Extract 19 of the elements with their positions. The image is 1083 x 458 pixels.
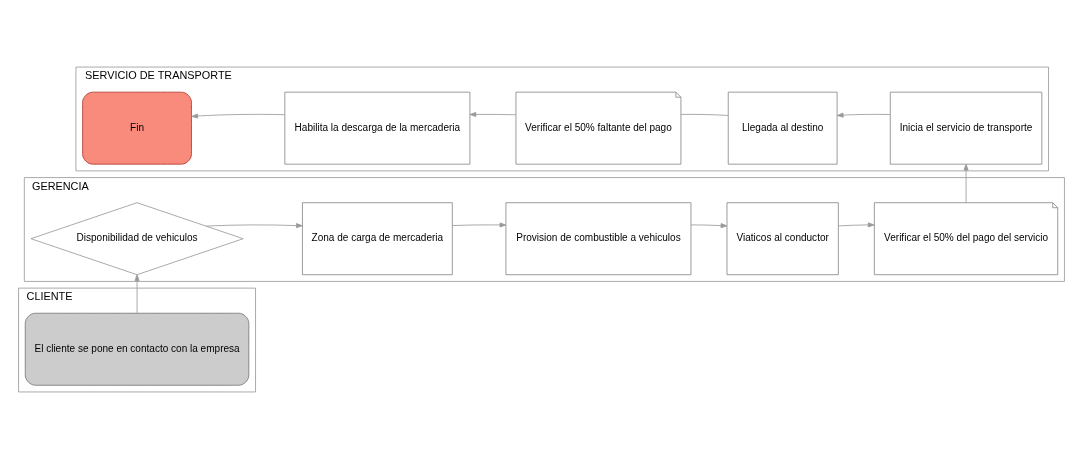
node-box: Inicia el servicio de transporte bbox=[889, 91, 1043, 165]
node-box: Fin bbox=[82, 91, 192, 165]
arrow bbox=[963, 163, 969, 203]
arrow bbox=[452, 222, 507, 227]
node-box: Viaticos al conductor bbox=[726, 201, 839, 275]
arrow bbox=[838, 221, 875, 227]
node-box: Llegada al destino bbox=[727, 91, 838, 165]
node-box: Provision de combustible a vehiculos bbox=[505, 201, 692, 275]
node-box: El cliente se pone en contacto con la empresa bbox=[24, 312, 250, 386]
arrow bbox=[205, 222, 303, 228]
node-box: Zona de carga de mercaderia bbox=[302, 201, 453, 275]
arrow bbox=[469, 111, 517, 117]
arrow bbox=[191, 113, 286, 118]
node-diamond: Disponibilidad de vehiculos bbox=[30, 201, 244, 275]
arrow bbox=[836, 112, 891, 118]
arrow bbox=[134, 273, 140, 314]
node-box: Habilita la descarga de la mercaderia bbox=[284, 91, 471, 165]
arrow bbox=[690, 222, 728, 228]
connector bbox=[680, 113, 729, 116]
